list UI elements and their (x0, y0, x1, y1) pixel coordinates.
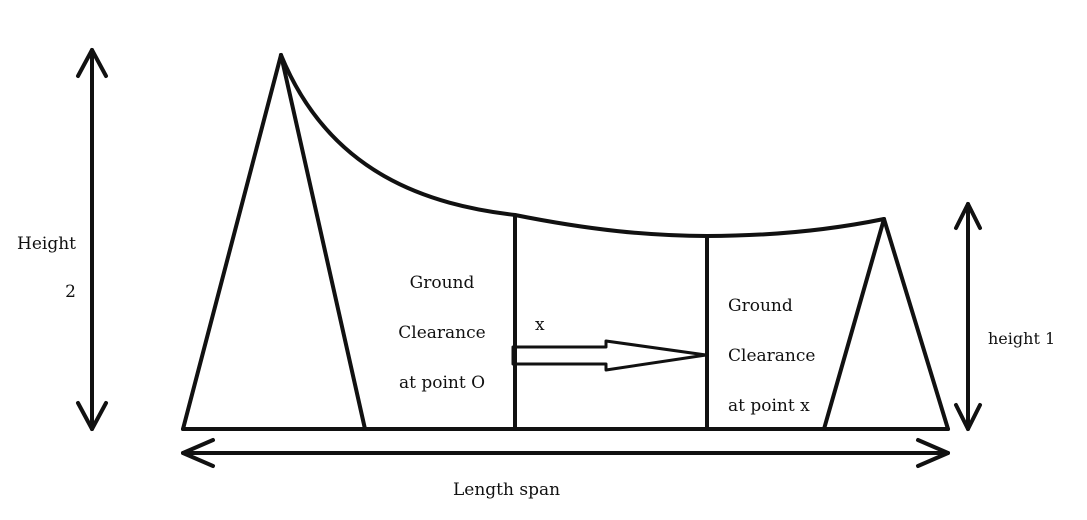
clearance-point-o-line1: Ground (409, 273, 475, 293)
height1-label: height 1 (988, 329, 1056, 348)
height2-label: Height 2 (10, 208, 76, 328)
clearance-point-x-line3: at point x (728, 396, 810, 416)
clearance-point-o-line2: Clearance (398, 323, 486, 343)
x-marker-label: x (535, 315, 545, 335)
conductor-curve (279, 53, 886, 238)
length-span-arrow (181, 438, 950, 468)
clearance-point-o-label: Ground Clearance at point O (378, 246, 506, 421)
clearance-point-o-line3: at point O (398, 373, 486, 393)
clearance-point-x-label: Ground Clearance at point x (728, 269, 868, 444)
tall-tower-left-leg (181, 53, 283, 431)
clearance-point-x-line2: Clearance (728, 346, 816, 366)
clearance-point-x-line1: Ground (728, 296, 793, 316)
height2-label-line2: 2 (65, 282, 76, 302)
tall-tower-right-leg (279, 53, 367, 431)
height2-label-line1: Height (17, 234, 76, 254)
short-tower-right-leg (882, 217, 950, 431)
short-tower-left-leg (822, 217, 886, 431)
height1-arrow (954, 202, 982, 431)
length-span-label: Length span (453, 480, 561, 500)
height2-arrow (76, 48, 108, 431)
x-direction-arrow (511, 339, 708, 372)
